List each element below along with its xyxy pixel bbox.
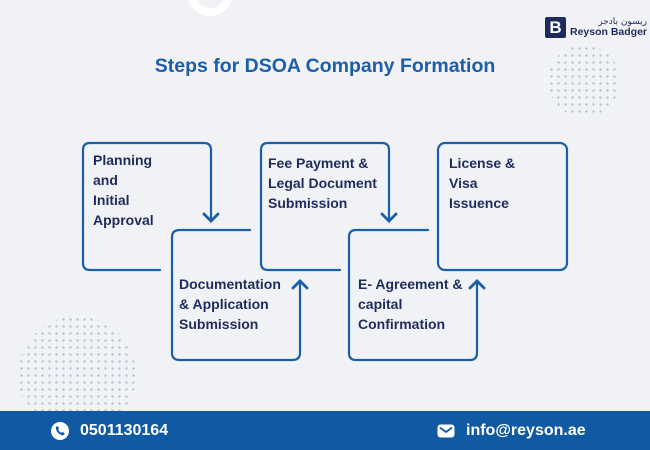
- step1-outline: [81, 141, 220, 272]
- step-1-text: Planning and Initial Approval: [93, 152, 154, 228]
- logo-name: Reyson Badger: [570, 25, 648, 38]
- email-icon: [436, 421, 456, 441]
- step-2-text: Documentation & Application Submission: [179, 276, 281, 332]
- step4-outline: [347, 228, 486, 362]
- brand-logo: B ريسون بادجر Reyson Badger: [545, 17, 647, 38]
- phone-icon: [50, 421, 70, 441]
- phone-number: 0501130164: [80, 421, 169, 439]
- dot-pattern-right: [548, 45, 620, 117]
- logo-mark: B: [545, 17, 566, 38]
- step2-outline: [170, 228, 309, 362]
- email-address: info@reyson.ae: [466, 421, 586, 439]
- logo-arabic-text: ريسون بادجر: [598, 16, 648, 27]
- step-4-text: E- Agreement & capital Confirmation: [358, 276, 463, 332]
- footer-bar: 0501130164 info@reyson.ae: [0, 411, 650, 450]
- phone-contact[interactable]: 0501130164: [50, 411, 168, 450]
- step3-outline: [259, 141, 398, 272]
- step-3-text: Fee Payment & Legal Document Submission: [268, 155, 377, 211]
- step5-outline: [436, 141, 569, 272]
- email-contact[interactable]: info@reyson.ae: [436, 411, 586, 450]
- page-title: Steps for DSOA Company Formation: [154, 55, 496, 77]
- step-5-text: License & Visa Issuence: [449, 155, 516, 211]
